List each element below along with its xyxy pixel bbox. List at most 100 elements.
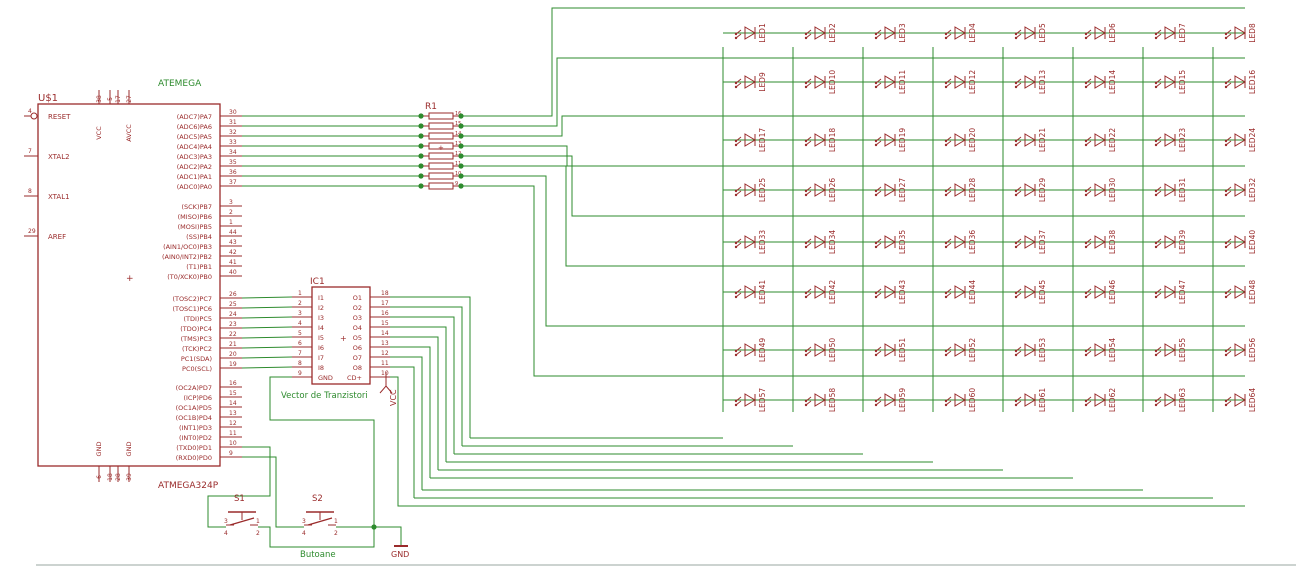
led-arrow-head — [1154, 139, 1158, 143]
led-diode-triangle — [884, 235, 896, 249]
mcu-pin-name: (ADC3)PA3 — [177, 153, 212, 161]
junction-dot — [458, 153, 464, 159]
ic-pin-name: I3 — [318, 314, 324, 322]
led-arrow-head — [1224, 143, 1228, 147]
junction-dot — [458, 123, 464, 129]
led-arrow-head — [1224, 32, 1228, 36]
led: LED55 — [1154, 338, 1187, 362]
mcu-pin-number: 33 — [229, 139, 237, 146]
led-arrow-head — [804, 353, 808, 357]
led-label: LED12 — [968, 70, 977, 94]
led-arrow-head — [1224, 193, 1228, 197]
ic-pin-name: I6 — [318, 344, 324, 352]
led-arrow-head — [804, 85, 808, 89]
led-label: LED34 — [828, 230, 837, 254]
led-diode-triangle — [884, 183, 896, 197]
mcu-pin-number: 38 — [96, 95, 103, 103]
ic-pin-number: 3 — [298, 310, 302, 317]
mcu-pin-number: 22 — [229, 331, 237, 338]
led: LED16 — [1224, 70, 1257, 94]
led-arrow-head — [1084, 399, 1088, 403]
switch-pin-number: 1 — [256, 518, 260, 525]
ic-pin-number: 6 — [298, 340, 302, 347]
led-arrow-head — [1084, 349, 1088, 353]
led-diode-triangle — [1094, 393, 1106, 407]
mcu-pin-name: (INT0)PD2 — [179, 434, 212, 442]
led-label: LED11 — [898, 70, 907, 94]
led-label: LED5 — [1038, 23, 1047, 43]
mcu-pin-number: 31 — [229, 119, 237, 126]
led-diode-triangle — [1024, 285, 1036, 299]
led-arrow-head — [1224, 403, 1228, 407]
led-label: LED30 — [1108, 178, 1117, 202]
led-arrow-head — [874, 353, 878, 357]
ic-pin-name: GND — [318, 374, 333, 382]
led-arrow-head — [1014, 403, 1018, 407]
led-arrow-head — [1014, 139, 1018, 143]
row-driver-wire — [461, 57, 1245, 127]
led-label: LED16 — [1248, 70, 1257, 94]
led-arrow-head — [874, 295, 878, 299]
mcu-to-ic-wire — [241, 356, 293, 359]
ic-pin-name: O2 — [353, 304, 362, 312]
led: LED64 — [1224, 388, 1257, 412]
led-arrow-head — [1224, 241, 1228, 245]
led-label: LED33 — [758, 230, 767, 254]
led-label: LED57 — [758, 388, 767, 412]
resistor-pin-number: 11 — [455, 161, 461, 167]
ic-output-wire — [390, 366, 415, 498]
led-label: LED40 — [1248, 230, 1257, 254]
mcu-pin-number: 42 — [229, 249, 237, 256]
button-return-wire — [258, 526, 375, 548]
led-arrow-head — [1224, 36, 1228, 40]
ic-pin-name: I1 — [318, 294, 324, 302]
led: LED9 — [734, 72, 767, 92]
mcu-pin-number: 24 — [229, 311, 237, 318]
led-arrow-head — [1084, 189, 1088, 193]
row-driver-wire — [461, 115, 1245, 137]
ic-output-wire — [390, 306, 463, 446]
led-label: LED49 — [758, 338, 767, 362]
led-arrow-head — [1224, 295, 1228, 299]
mcu-pin-name: (ADC5)PA5 — [177, 133, 212, 141]
led: LED31 — [1154, 178, 1187, 202]
ic-pin-number: 17 — [381, 300, 389, 307]
resistor-element — [428, 182, 454, 190]
led-arrow-head — [874, 291, 878, 295]
mcu-pin-name: (SCK)PB7 — [181, 203, 212, 211]
mcu-pin-name: AVCC — [125, 124, 133, 142]
led: LED59 — [874, 388, 907, 412]
mcu-pin-name: VCC — [95, 126, 103, 140]
led-arrow-head — [1154, 349, 1158, 353]
resistor-element — [428, 132, 454, 140]
ic-ref: IC1 — [310, 277, 325, 287]
led: LED1 — [734, 23, 767, 43]
led-arrow-head — [734, 291, 738, 295]
led-arrow-head — [734, 36, 738, 40]
led-diode-triangle — [954, 75, 966, 89]
led-arrow-head — [1084, 193, 1088, 197]
mcu-pin-name: (MOSI)PB5 — [178, 223, 212, 231]
junction-dot — [458, 133, 464, 139]
led-arrow-head — [734, 189, 738, 193]
led-arrow-head — [804, 32, 808, 36]
ic-ic1: IC1 Vector de Tranzistori + 1I12I23I34I4… — [281, 277, 390, 401]
led-arrow-head — [1154, 295, 1158, 299]
led-arrow-head — [734, 245, 738, 249]
led: LED46 — [1084, 280, 1117, 304]
led-diode-triangle — [1094, 235, 1106, 249]
led-arrow-head — [1014, 245, 1018, 249]
mcu-pin-number: 6 — [96, 475, 103, 479]
row-driver-wire — [461, 7, 1245, 117]
led-label: LED39 — [1178, 230, 1187, 254]
row-driver-wire — [461, 185, 1245, 377]
switch-pin-number: 3 — [302, 518, 306, 525]
led-arrow-head — [1154, 32, 1158, 36]
led-label: LED63 — [1178, 388, 1187, 412]
led: LED10 — [804, 70, 837, 94]
junction-dot — [418, 143, 424, 149]
led-label: LED31 — [1178, 178, 1187, 202]
led: LED20 — [944, 128, 977, 152]
